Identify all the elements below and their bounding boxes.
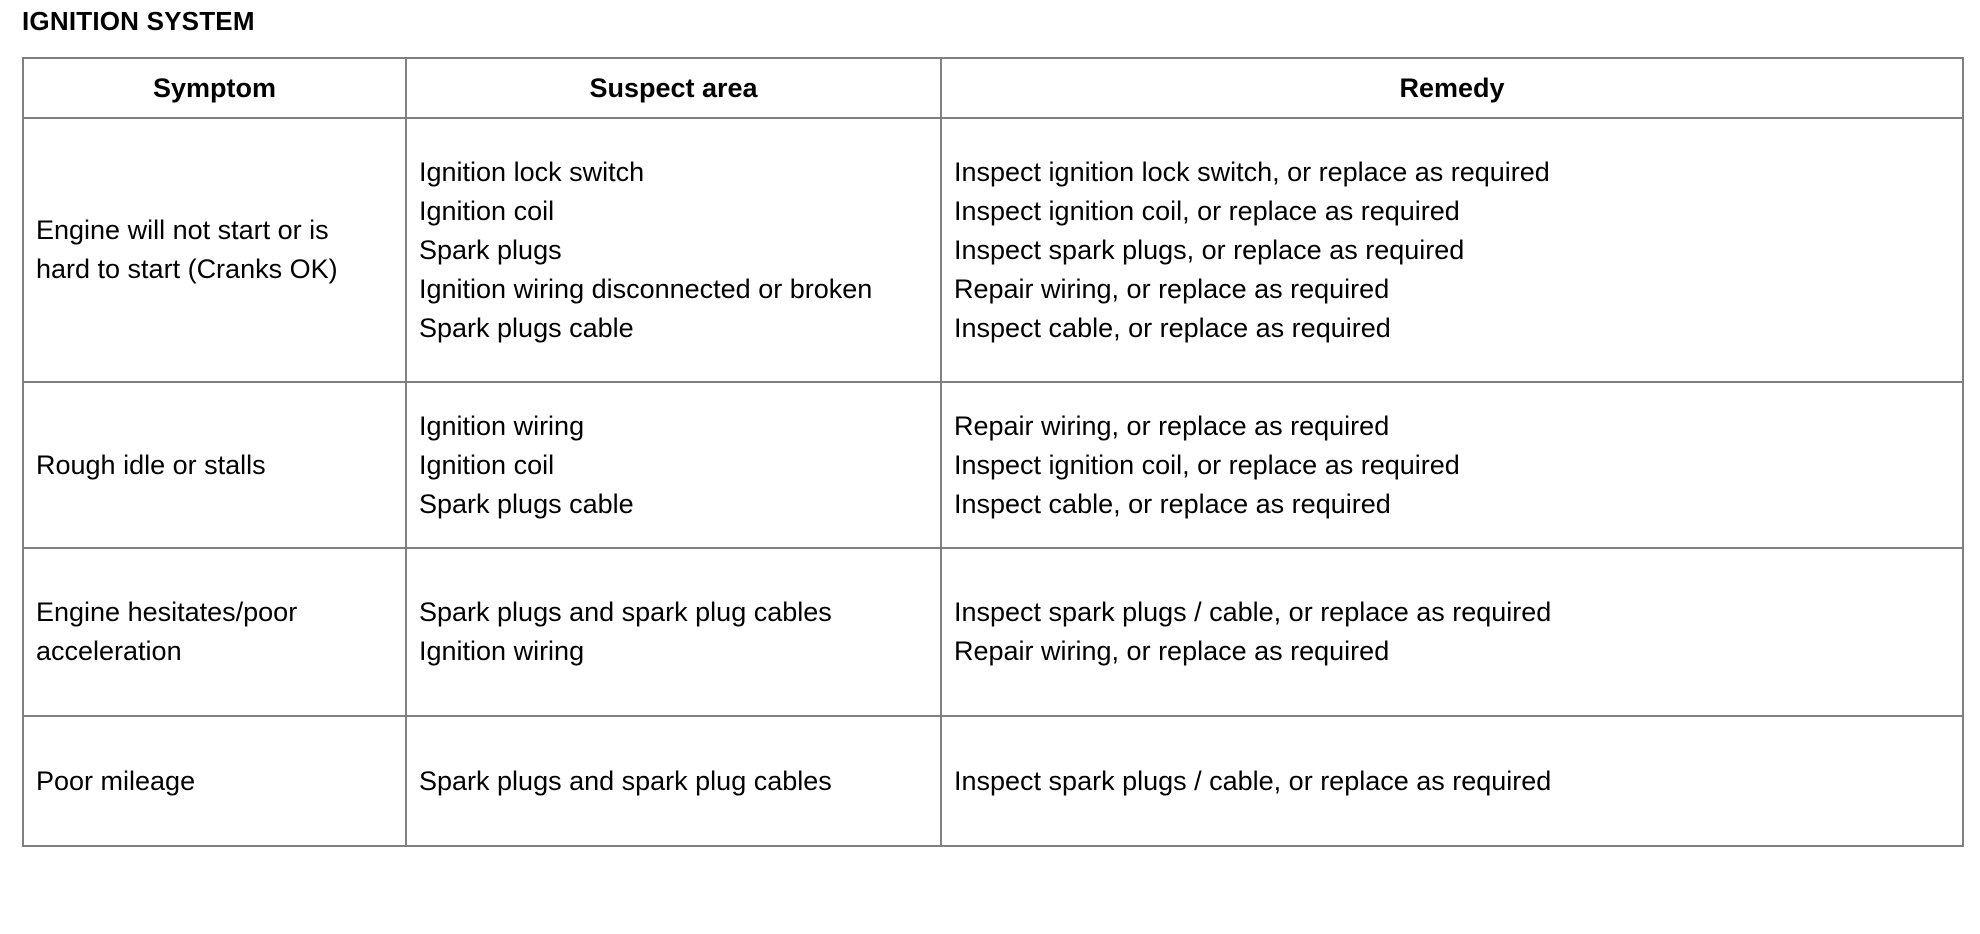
cell-suspect-area: Spark plugs and spark plug cables xyxy=(405,715,942,847)
cell-symptom: Engine will not start or is hard to start… xyxy=(22,117,407,383)
table-row: Engine hesitates/poor acceleration Spark … xyxy=(22,547,1964,717)
cell-text-line: Inspect ignition lock switch, or replace… xyxy=(954,156,1550,187)
cell-text-line: Repair wiring, or replace as required xyxy=(954,636,1390,666)
cell-text-line: Inspect cable, or replace as required xyxy=(954,488,1391,519)
troubleshooting-table: Symptom Suspect area Remedy Engine will … xyxy=(22,57,1964,847)
cell-text-line: Rough idle or stalls xyxy=(36,449,266,480)
cell-text-line: Spark plugs and spark plug cables xyxy=(419,765,832,796)
column-header-symptom: Symptom xyxy=(22,57,407,119)
cell-remedy: Inspect spark plugs / cable, or replace … xyxy=(940,547,1964,717)
table-body: Engine will not start or is hard to start… xyxy=(22,117,1964,847)
column-header-suspect-area: Suspect area xyxy=(405,57,942,119)
cell-text-line: Inspect spark plugs, or replace as requi… xyxy=(954,234,1465,265)
cell-remedy: Inspect ignition lock switch, or replace… xyxy=(940,117,1964,383)
symptom-text-block: Poor mileage xyxy=(36,762,395,801)
cell-text-line: Ignition coil xyxy=(419,195,555,226)
table-header-row: Symptom Suspect area Remedy xyxy=(22,57,1964,119)
cell-text-line: Ignition wiring disconnected or broken xyxy=(419,273,873,304)
cell-text-line: Ignition wiring xyxy=(419,636,585,666)
symptom-text-block: Rough idle or stalls xyxy=(36,446,395,485)
cell-text-line: Repair wiring, or replace as required xyxy=(954,273,1390,304)
cell-text-line: Ignition wiring xyxy=(419,410,585,441)
table-row: Poor mileage Spark plugs and spark plug … xyxy=(22,715,1964,847)
cell-text-line: Spark plugs cable xyxy=(419,312,634,343)
cell-symptom: Rough idle or stalls xyxy=(22,381,407,549)
table-row: Engine will not start or is hard to start… xyxy=(22,117,1964,383)
suspect-area-list: Spark plugs and spark plug cables xyxy=(419,762,930,801)
cell-text-line: Engine will not start or is xyxy=(36,215,329,245)
cell-text-line: Ignition lock switch xyxy=(419,156,645,187)
column-header-remedy: Remedy xyxy=(940,57,1964,119)
cell-text-line: Ignition coil xyxy=(419,449,555,480)
cell-text-line: Spark plugs cable xyxy=(419,488,634,519)
remedy-list: Inspect spark plugs / cable, or replace … xyxy=(954,762,1952,801)
page-title: IGNITION SYSTEM xyxy=(22,6,255,36)
cell-symptom: Poor mileage xyxy=(22,715,407,847)
troubleshooting-table-container: Symptom Suspect area Remedy Engine will … xyxy=(22,57,1964,847)
cell-text-line: Spark plugs xyxy=(419,234,562,265)
cell-text-line: Spark plugs and spark plug cables xyxy=(419,597,832,627)
cell-text-line: Inspect spark plugs / cable, or replace … xyxy=(954,597,1552,627)
cell-text-line: Inspect spark plugs / cable, or replace … xyxy=(954,765,1552,796)
cell-text-line: Inspect ignition coil, or replace as req… xyxy=(954,449,1460,480)
cell-symptom: Engine hesitates/poor acceleration xyxy=(22,547,407,717)
remedy-list: Inspect ignition lock switch, or replace… xyxy=(954,153,1952,348)
cell-text-line: Poor mileage xyxy=(36,765,196,796)
cell-text-line: Inspect ignition coil, or replace as req… xyxy=(954,195,1460,226)
cell-text-line: Engine hesitates/poor xyxy=(36,597,298,627)
cell-remedy: Inspect spark plugs / cable, or replace … xyxy=(940,715,1964,847)
symptom-text-block: Engine will not start or is hard to start… xyxy=(36,211,395,289)
table-header: Symptom Suspect area Remedy xyxy=(22,57,1964,119)
cell-text-line: Inspect cable, or replace as required xyxy=(954,312,1391,343)
cell-text-line: Repair wiring, or replace as required xyxy=(954,410,1390,441)
cell-text-line: acceleration xyxy=(36,636,182,666)
cell-text-line: hard to start (Cranks OK) xyxy=(36,254,338,284)
symptom-text-block: Engine hesitates/poor acceleration xyxy=(36,593,395,671)
remedy-list: Inspect spark plugs / cable, or replace … xyxy=(954,593,1952,671)
